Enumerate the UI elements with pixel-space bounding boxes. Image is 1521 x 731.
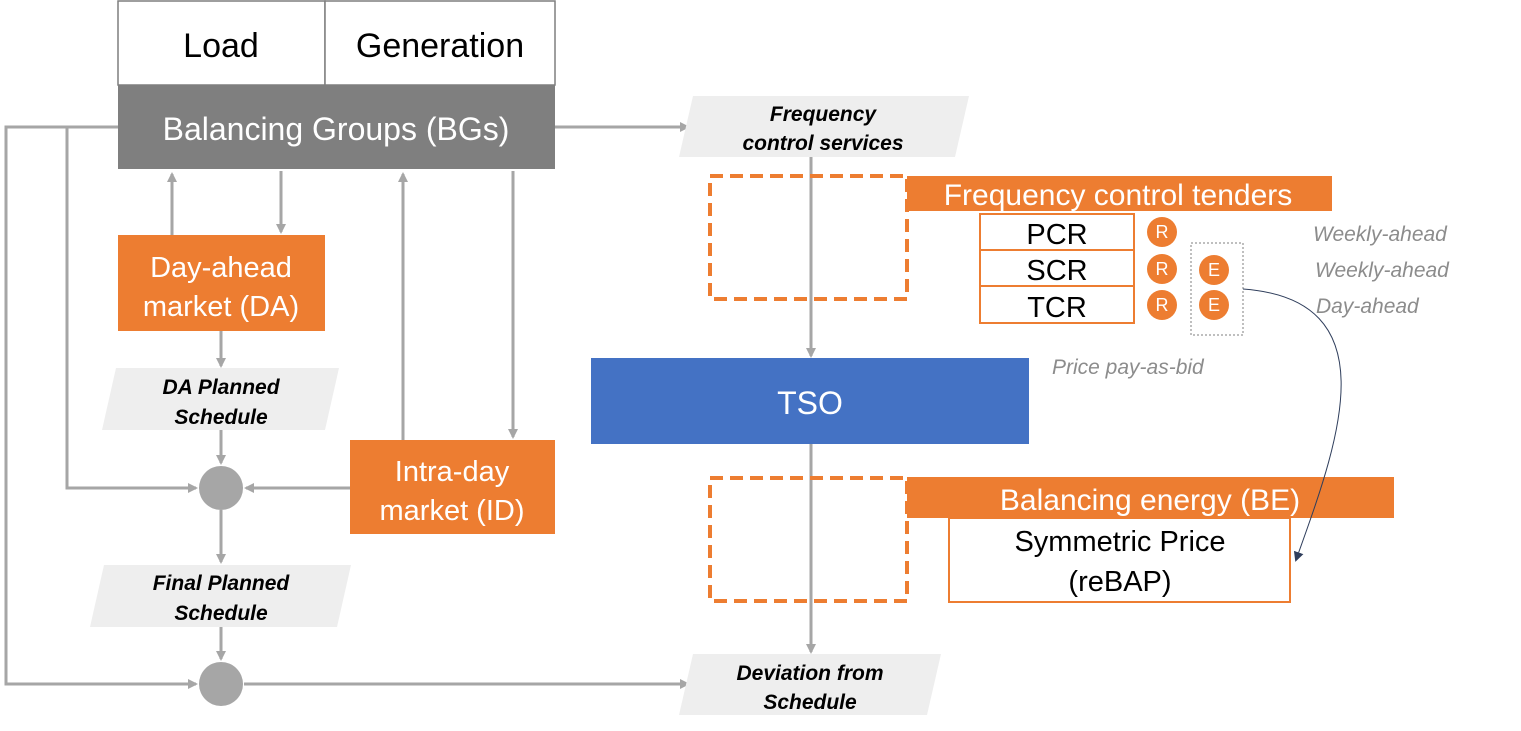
tender-row-tcr: [979, 285, 1135, 324]
frequency-control-services-shape: [679, 96, 969, 157]
connector-bg-to-schedule-junction: [65, 127, 198, 493]
frequency-control-services-line2: control services: [742, 132, 903, 155]
balancing-energy-dashed-box: [708, 476, 909, 603]
deviation-from-schedule-line2: Schedule: [763, 691, 857, 714]
tender-name-scr: SCR: [1026, 255, 1087, 287]
tender-name-tcr: TCR: [1027, 292, 1087, 324]
generation-label: Generation: [356, 27, 524, 65]
tender-row-scr: [979, 249, 1135, 287]
badge-e-label-scr: E: [1208, 260, 1220, 280]
da-planned-schedule-line1: DA Planned: [162, 376, 280, 399]
tenders-dashed-box: [708, 174, 909, 301]
badge-r-icon-tcr: [1147, 290, 1177, 320]
intra-day-market-line1: Intra-day: [395, 456, 510, 488]
load-label: Load: [183, 27, 259, 65]
load-box: [117, 0, 326, 86]
symmetric-price-box: [948, 517, 1291, 603]
energy-to-price-connector: [1242, 288, 1342, 562]
schedule-junction: [199, 466, 243, 510]
intra-day-market-line2: market (ID): [380, 495, 525, 527]
symmetric-price-line2: (reBAP): [1068, 566, 1171, 598]
badge-r-icon-scr: [1147, 254, 1177, 284]
frequency-control-tenders-header: [907, 176, 1332, 211]
tender-timing-tcr: Day-ahead: [1316, 295, 1420, 318]
final-planned-schedule-line1: Final Planned: [153, 572, 291, 595]
deviation-from-schedule-shape: [679, 654, 941, 715]
tso-box: [591, 358, 1029, 444]
badge-e-icon-tcr: [1199, 290, 1229, 320]
tso-label: TSO: [777, 385, 843, 421]
connector-bg-to-deviation-junction: [4, 125, 198, 689]
tender-name-pcr: PCR: [1026, 219, 1087, 251]
day-ahead-market-line1: Day-ahead: [150, 252, 292, 284]
balancing-groups-box: [118, 85, 555, 169]
frequency-control-services-line1: Frequency: [770, 103, 878, 126]
balancing-groups-label: Balancing Groups (BGs): [163, 111, 510, 147]
frequency-control-tenders-label: Frequency control tenders: [944, 179, 1293, 212]
tender-timing-pcr: Weekly-ahead: [1313, 223, 1448, 246]
pricing-note: Price pay-as-bid: [1052, 356, 1205, 379]
balancing-energy-label: Balancing energy (BE): [1000, 484, 1300, 517]
badge-e-label-tcr: E: [1208, 295, 1220, 315]
day-ahead-market-line2: market (DA): [143, 291, 299, 323]
day-ahead-market-box: [118, 235, 325, 331]
da-planned-schedule-shape: [102, 368, 339, 430]
badge-r-label-scr: R: [1156, 259, 1169, 279]
generation-box: [324, 0, 556, 86]
badge-e-icon-scr: [1199, 255, 1229, 285]
badge-r-label-tcr: R: [1156, 295, 1169, 315]
badge-r-label-pcr: R: [1156, 222, 1169, 242]
deviation-from-schedule-line1: Deviation from: [736, 662, 883, 685]
connectors: [4, 122, 816, 689]
da-planned-schedule-line2: Schedule: [174, 406, 268, 429]
intra-day-market-box: [350, 440, 555, 534]
tender-timing-scr: Weekly-ahead: [1315, 259, 1450, 282]
final-planned-schedule-line2: Schedule: [174, 602, 268, 625]
badge-r-icon-pcr: [1147, 217, 1177, 247]
symmetric-price-line1: Symmetric Price: [1014, 526, 1225, 558]
final-planned-schedule-shape: [90, 565, 351, 627]
deviation-junction: [199, 662, 243, 706]
